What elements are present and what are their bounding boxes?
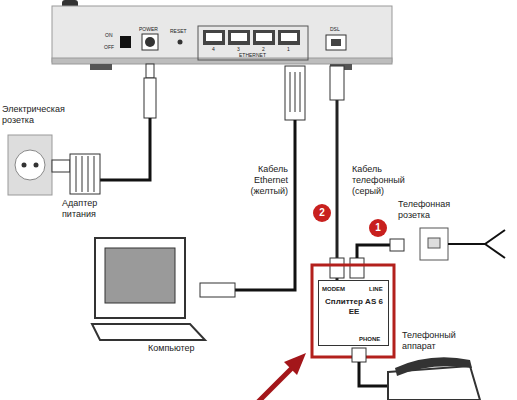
node-text: POWER (139, 26, 158, 33)
part-label: Телефонный аппарат (402, 330, 482, 352)
callout-number: 2 (313, 204, 331, 222)
power-plug (146, 64, 154, 78)
node-text: MODEM (322, 285, 345, 293)
pointer-arrowhead (284, 353, 306, 375)
phone-line (448, 230, 505, 244)
line-cable (357, 245, 390, 258)
node-text: RESET (170, 28, 187, 35)
phone-cable (336, 70, 339, 280)
router-foot (90, 64, 112, 70)
node-text: PHONE (359, 335, 380, 343)
power-cable (100, 118, 150, 180)
adapter-prongs (52, 160, 70, 172)
node-text: ETHERNET (239, 52, 266, 59)
part-label: Кабель телефонный (серый) (352, 164, 432, 197)
node-text: 3 (237, 46, 240, 53)
phone-socket (420, 228, 448, 260)
reset-button (178, 40, 183, 45)
ethernet-ports (203, 30, 300, 45)
ethernet-plug (285, 66, 305, 120)
line-plug (350, 258, 364, 278)
part-label: Адаптер питания (62, 198, 122, 220)
phone-plug (352, 348, 366, 362)
part-label: Компьютер (148, 343, 218, 354)
splitter: MODEM LINE Сплиттер AS 6 EE PHONE (318, 280, 389, 346)
node-text: ON (105, 32, 113, 39)
part-label: Кабель Ethernet (желтый) (230, 164, 288, 197)
telephone-handset (395, 357, 472, 376)
ethernet-port-inner (206, 33, 297, 41)
ethernet-frame (198, 26, 308, 60)
computer-keyboard (92, 324, 205, 340)
adapter-ribs (76, 156, 94, 192)
router: ON OFF POWER RESET ETHERNET 4 3 2 1 DSL (50, 0, 395, 70)
node-text: Сплиттер AS 6 EE (321, 297, 387, 317)
node-text: LINE (369, 285, 383, 293)
power-plug (144, 78, 156, 118)
pointer-arrow (258, 364, 296, 400)
power-switch (120, 36, 131, 48)
ethernet-plug (200, 283, 235, 297)
wall-outlet (8, 135, 52, 195)
node-text: 4 (212, 46, 215, 53)
modem-plug (330, 258, 344, 278)
node-text: 2 (262, 46, 265, 53)
node-text: 1 (287, 46, 290, 53)
part-label: Телефонная розетка (398, 199, 480, 221)
dsl-port (326, 35, 346, 50)
callout-number: 1 (369, 219, 387, 237)
power-jack (142, 34, 158, 50)
part-label: Электрическая розетка (2, 104, 80, 126)
node-text: DSL (330, 26, 340, 33)
node-text: OFF (104, 44, 114, 51)
ethernet-cable (235, 120, 295, 290)
router-base (52, 58, 392, 64)
power-adapter (70, 154, 100, 194)
outlet-face (15, 150, 45, 180)
phone-cable (359, 362, 388, 386)
socket-plug (390, 239, 404, 251)
dsl-plug (330, 66, 344, 100)
dsl-port-inner (331, 39, 341, 46)
ethernet-plug-lines (290, 72, 300, 112)
computer-screen (105, 248, 175, 303)
power-jack-hole (145, 37, 155, 47)
router-body (52, 6, 392, 62)
highlight-frame (312, 265, 394, 357)
computer-monitor (95, 238, 185, 318)
